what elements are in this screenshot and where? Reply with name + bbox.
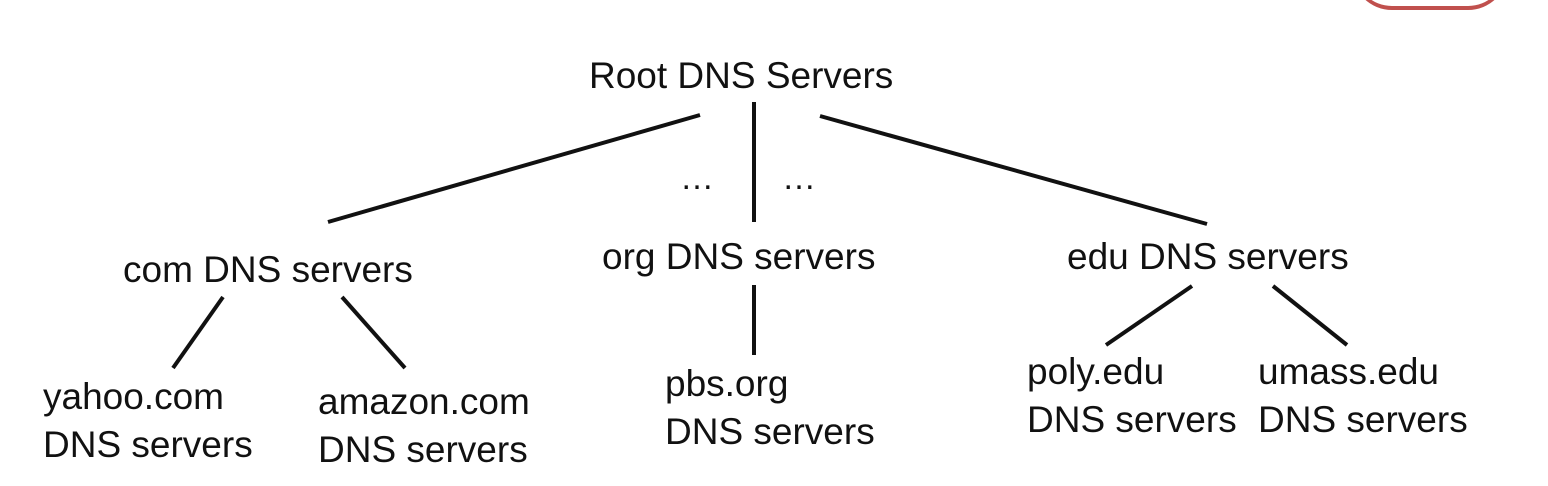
edge-com-amazon [340, 295, 407, 370]
edge-edu-poly [1104, 284, 1194, 347]
node-label-line: poly.edu [1027, 351, 1165, 392]
node-com-dns-servers: com DNS servers [123, 246, 413, 294]
node-label-line: org DNS servers [602, 236, 876, 277]
node-label-line: umass.edu [1258, 351, 1439, 392]
node-amazon-dns-servers: amazon.com DNS servers [318, 378, 530, 474]
node-root-dns-servers: Root DNS Servers [589, 52, 893, 100]
node-org-dns-servers: org DNS servers [602, 233, 875, 281]
edge-com-yahoo [171, 295, 225, 370]
node-label-line: pbs.org [665, 363, 789, 404]
node-label-line: DNS servers [1258, 399, 1468, 440]
node-poly-dns-servers: poly.edu DNS servers [1027, 348, 1237, 444]
ellipsis-left: … [680, 159, 714, 197]
node-pbs-dns-servers: pbs.org DNS servers [665, 360, 875, 456]
node-label-line: DNS servers [665, 411, 875, 452]
node-umass-dns-servers: umass.edu DNS servers [1258, 348, 1468, 444]
node-label-line: amazon.com [318, 381, 530, 422]
node-edu-dns-servers: edu DNS servers [1067, 233, 1349, 281]
edge-root-edu [819, 114, 1208, 226]
edge-edu-umass [1271, 284, 1349, 347]
edge-root-com [327, 113, 701, 224]
node-label-line: DNS servers [1027, 399, 1237, 440]
ellipsis-right: … [782, 159, 816, 197]
node-label-line: Root DNS Servers [589, 55, 894, 96]
node-label-line: DNS servers [43, 424, 253, 465]
node-label-line: yahoo.com [43, 376, 224, 417]
node-yahoo-dns-servers: yahoo.com DNS servers [43, 373, 253, 469]
node-label-line: com DNS servers [123, 249, 413, 290]
node-label-line: edu DNS servers [1067, 236, 1349, 277]
node-label-line: DNS servers [318, 429, 528, 470]
